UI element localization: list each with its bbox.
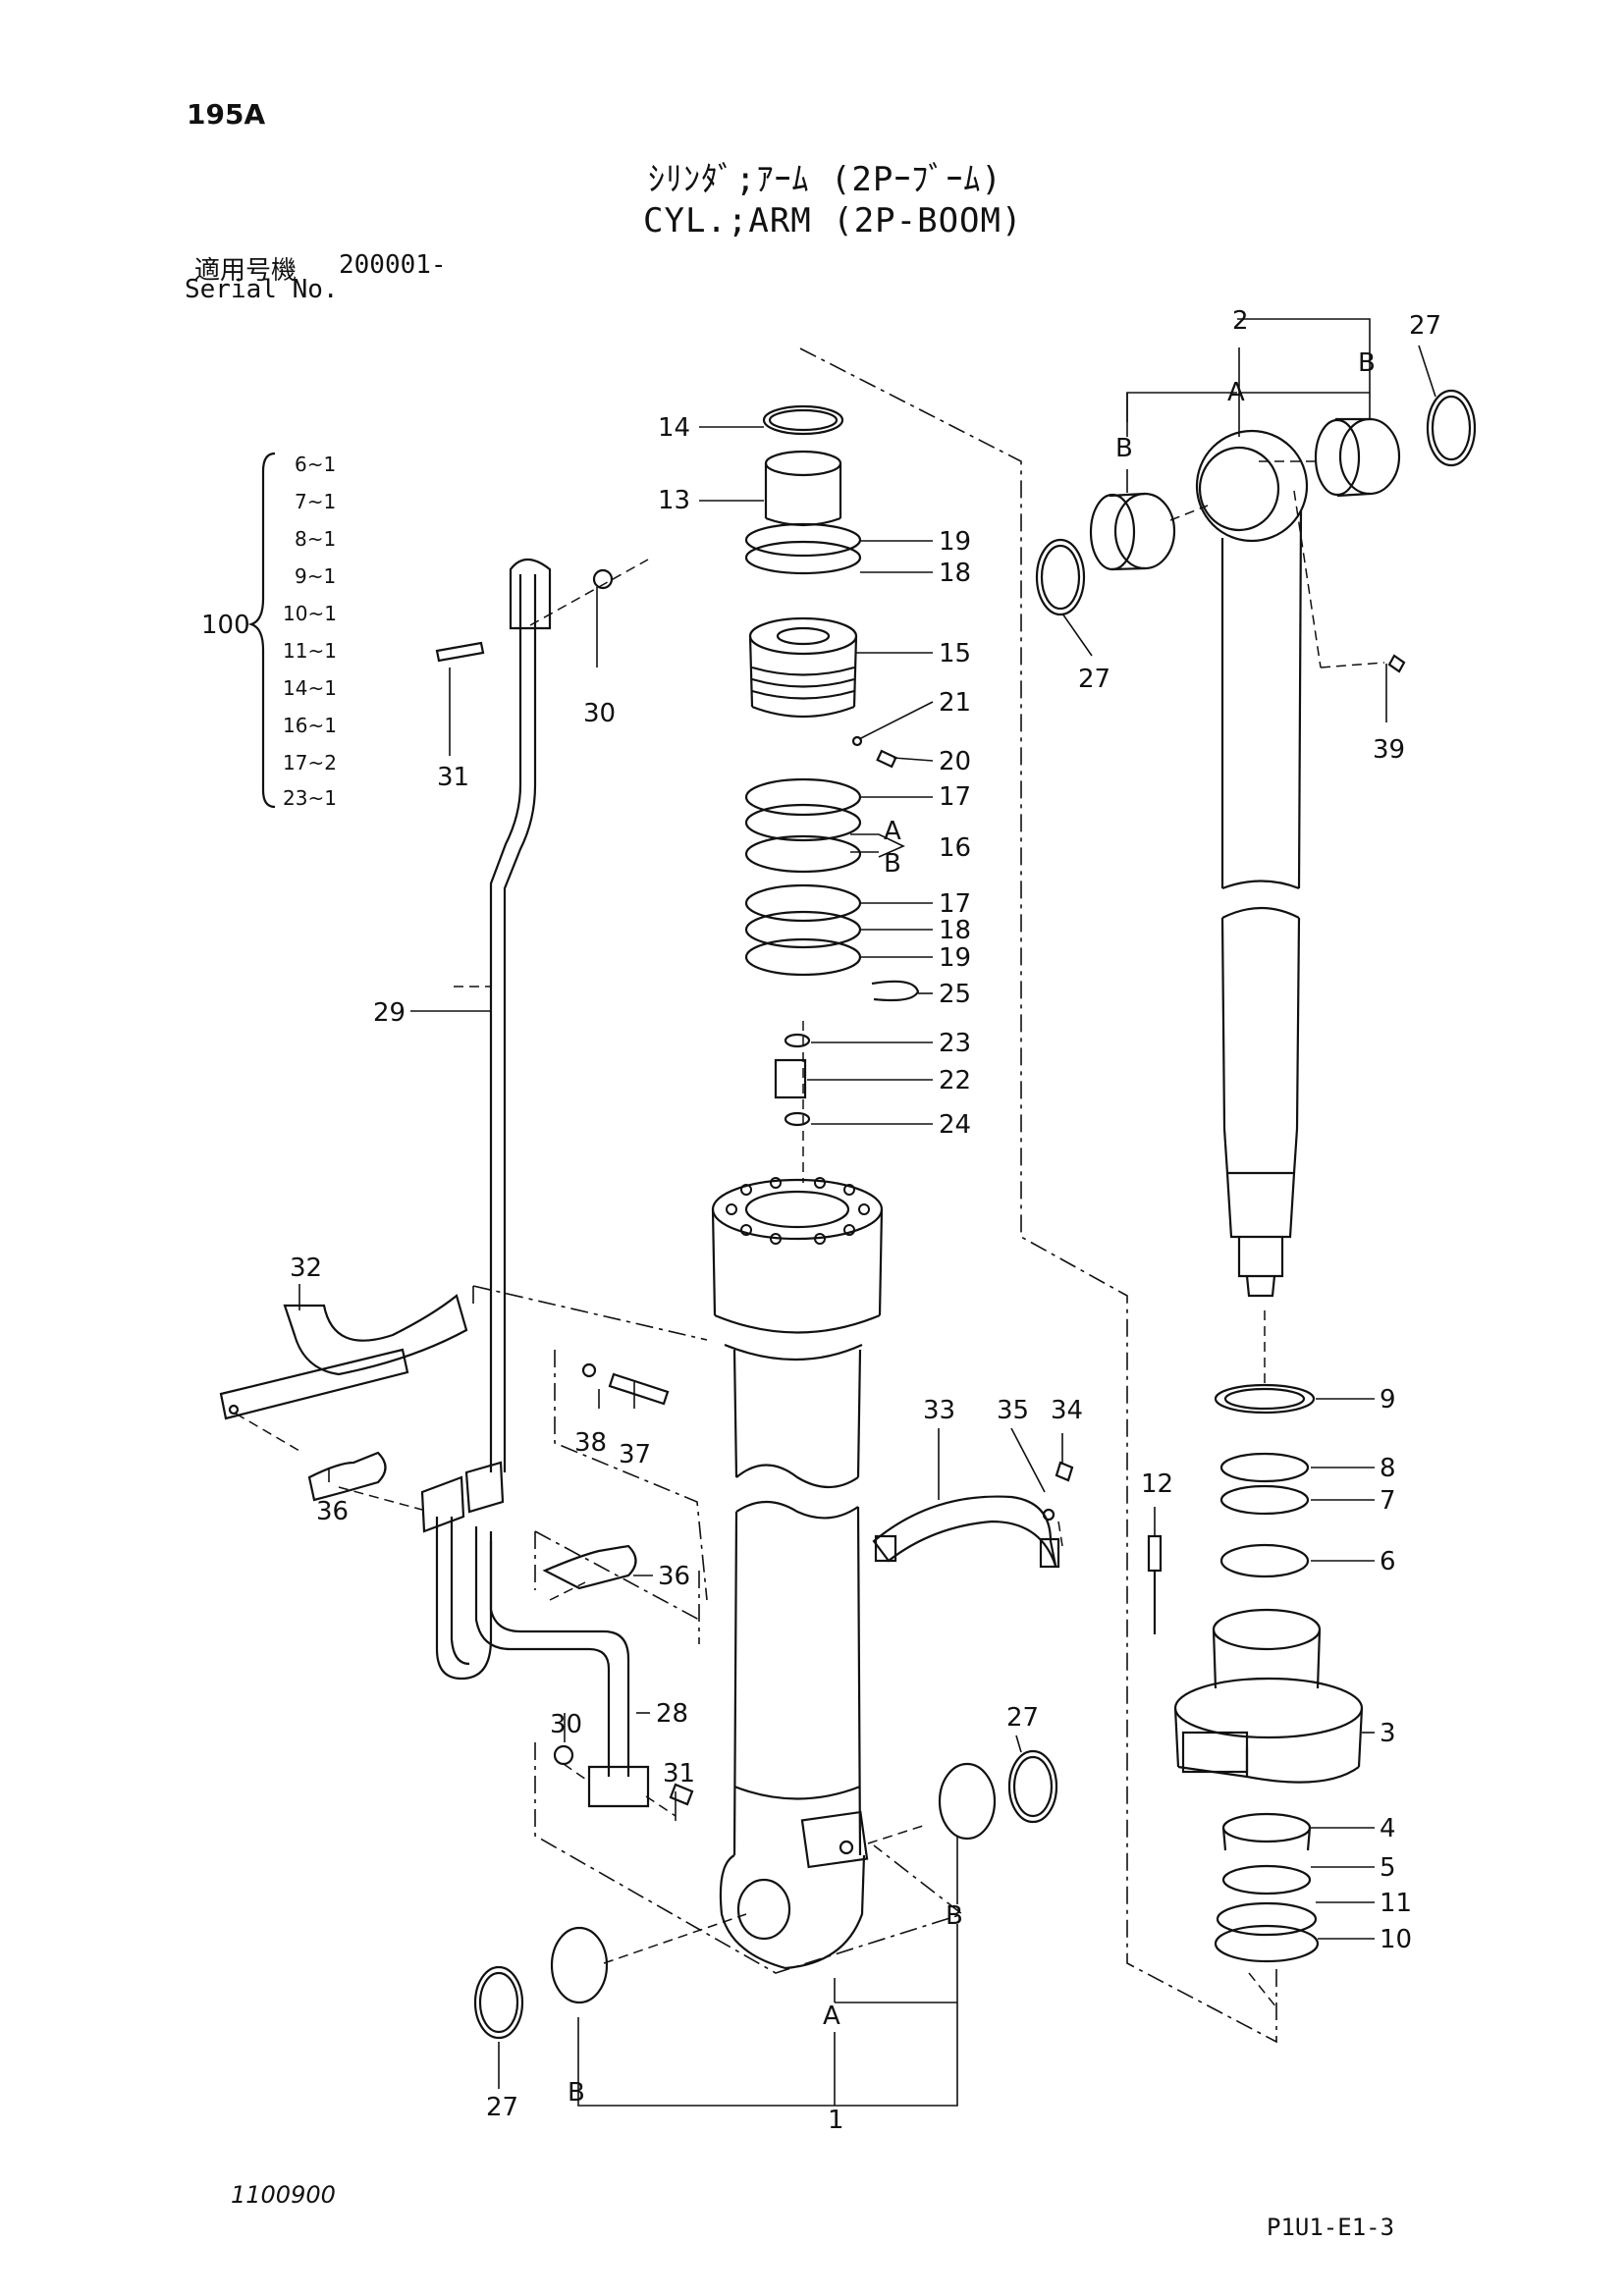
callout-30: 30 <box>583 699 616 728</box>
callout-27: 27 <box>1409 311 1441 341</box>
callout-23: 23 <box>939 1029 971 1058</box>
flange-holes <box>726 1177 870 1245</box>
callout-19: 19 <box>939 943 971 973</box>
kit-brace <box>247 452 276 809</box>
callout-8: 8 <box>1380 1454 1396 1483</box>
callout-2: 2 <box>1232 306 1249 336</box>
callout-18: 18 <box>939 916 971 945</box>
callout-15: 15 <box>939 639 971 668</box>
callout-31: 31 <box>663 1759 695 1789</box>
cylinder-bushings <box>473 1749 1058 2040</box>
kit-item: 8~1 <box>295 527 336 551</box>
callout-10: 10 <box>1380 1925 1412 1954</box>
pipe-clamps <box>219 568 1406 1806</box>
callout-39: 39 <box>1373 735 1405 765</box>
kit-item: 10~1 <box>283 602 337 625</box>
callout-31: 31 <box>437 763 469 792</box>
callout-33: 33 <box>923 1396 955 1425</box>
callout-27: 27 <box>1078 665 1110 694</box>
bracket-lines <box>577 318 1371 2107</box>
callout-16: 16 <box>939 833 971 863</box>
assembly-dashed-lines <box>235 460 1385 2008</box>
kit-item: 23~1 <box>283 786 337 810</box>
rod-bushings <box>1035 389 1477 616</box>
callout-4: 4 <box>1380 1814 1396 1843</box>
serial-label-en: Serial No. <box>185 275 339 304</box>
callout-21: 21 <box>939 688 971 718</box>
callout-27: 27 <box>486 2093 518 2122</box>
callout-b: B <box>568 2078 585 2108</box>
callout-29: 29 <box>373 998 406 1028</box>
kit-item: 14~1 <box>283 676 337 700</box>
callout-5: 5 <box>1380 1853 1396 1883</box>
callout-9: 9 <box>1380 1385 1396 1415</box>
callout-a: A <box>884 817 901 846</box>
serial-value: 200001- <box>339 250 447 280</box>
callout-6: 6 <box>1380 1547 1396 1576</box>
kit-item: 16~1 <box>283 714 337 737</box>
title-english: CYL.;ARM (2P-BOOM) <box>643 201 1023 240</box>
callout-36: 36 <box>658 1562 690 1591</box>
callout-28: 28 <box>656 1699 688 1729</box>
callout-a: A <box>823 2002 840 2031</box>
callout-13: 13 <box>658 486 690 515</box>
callout-36: 36 <box>316 1497 349 1526</box>
cylinder-tube <box>711 1178 884 1970</box>
callout-35: 35 <box>997 1396 1029 1425</box>
kit-item: 9~1 <box>295 564 336 588</box>
cylinder-head <box>1147 1383 1364 1963</box>
serial-label-jp: 適用号機 <box>194 256 298 286</box>
callout-b: B <box>1115 434 1133 463</box>
kit-label: 100 <box>201 611 250 640</box>
piston-rod <box>1195 429 1309 1298</box>
leader-lines <box>298 345 1436 2089</box>
callout-14: 14 <box>658 413 690 443</box>
title-japanese: ｼﾘﾝﾀﾞ;ｱｰﾑ (2Pｰﾌﾞｰﾑ) <box>648 160 1002 199</box>
callout-17: 17 <box>939 782 971 812</box>
callout-18: 18 <box>939 559 971 588</box>
callout-17: 17 <box>939 889 971 919</box>
callout-12: 12 <box>1141 1469 1173 1499</box>
footer-drawing-number: 1100900 <box>231 2181 336 2209</box>
piston-seals <box>744 404 920 1127</box>
callout-30: 30 <box>550 1710 582 1739</box>
callout-34: 34 <box>1051 1396 1083 1425</box>
callout-25: 25 <box>939 980 971 1009</box>
part-callouts: 14 13 19 18 15 21 20 17 A 16 B 17 18 19 … <box>290 306 1441 2135</box>
callout-20: 20 <box>939 747 971 776</box>
kit-item: 17~2 <box>283 751 337 774</box>
callout-19: 19 <box>939 527 971 557</box>
kit-list: 100 6~1 7~1 8~1 9~1 10~1 11~1 14~1 16~1 … <box>201 453 337 810</box>
kit-item: 6~1 <box>295 453 336 476</box>
page-id: 195A <box>187 98 266 131</box>
callout-22: 22 <box>939 1066 971 1095</box>
callout-11: 11 <box>1380 1889 1412 1918</box>
callout-3: 3 <box>1380 1719 1396 1748</box>
kit-item: 7~1 <box>295 490 336 513</box>
callout-24: 24 <box>939 1110 971 1140</box>
callout-27: 27 <box>1006 1703 1039 1733</box>
callout-7: 7 <box>1380 1486 1396 1516</box>
callout-b: B <box>884 849 901 879</box>
kit-item: 11~1 <box>283 639 337 663</box>
assembly-frame <box>472 347 1277 2044</box>
callout-b: B <box>946 1901 963 1931</box>
callout-a: A <box>1227 378 1245 407</box>
callout-1: 1 <box>828 2106 844 2135</box>
footer-page-code: P1U1-E1-3 <box>1267 2214 1395 2241</box>
callout-38: 38 <box>574 1428 607 1458</box>
callout-37: 37 <box>619 1440 651 1469</box>
callout-b: B <box>1358 348 1376 378</box>
callout-32: 32 <box>290 1254 322 1283</box>
hydraulic-pipes <box>420 558 650 1808</box>
